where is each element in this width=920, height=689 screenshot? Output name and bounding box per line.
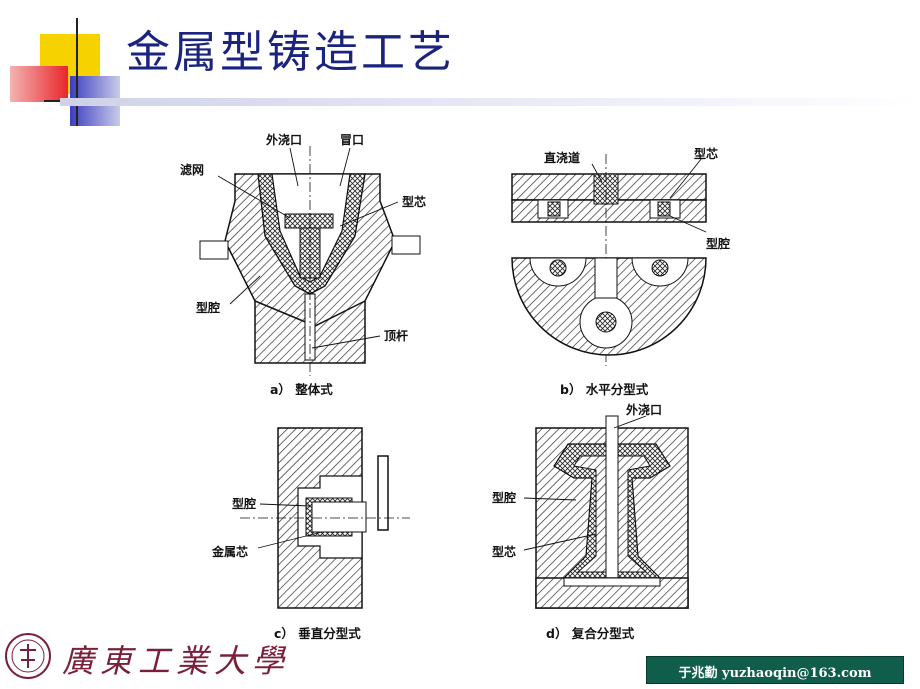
footer-contact: 于兆勤 yuzhaoqin@163.com xyxy=(678,666,872,681)
caption-b: b） 水平分型式 xyxy=(560,382,649,397)
label-b-sprue: 直浇道 xyxy=(544,150,580,165)
label-a-core: 型芯 xyxy=(402,194,426,209)
footer-contact-box: 于兆勤 yuzhaoqin@163.com xyxy=(646,656,904,684)
deco-vertical-line xyxy=(76,18,78,126)
label-a-riser: 冒口 xyxy=(340,133,364,147)
label-a-outer-sprue: 外浇口 xyxy=(266,132,302,147)
label-a-filter: 滤网 xyxy=(180,162,204,177)
label-c-cavity: 型腔 xyxy=(232,496,256,511)
label-b-core: 型芯 xyxy=(694,146,718,161)
caption-a: a） 整体式 xyxy=(270,382,333,397)
casting-figure: 外浇口 冒口 滤网 型芯 型腔 顶杆 直浇道 型芯 型腔 型腔 金属芯 外浇口 … xyxy=(140,126,774,654)
caption-c: c） 垂直分型式 xyxy=(274,626,361,641)
page-title: 金属型铸造工艺 xyxy=(126,27,455,78)
school-emblem-icon xyxy=(5,633,51,679)
leader-lines xyxy=(217,147,707,551)
label-a-ejector: 顶杆 xyxy=(384,328,408,343)
label-d-core: 型芯 xyxy=(492,544,516,559)
label-b-cavity: 型腔 xyxy=(706,236,730,251)
label-d-outer-sprue: 外浇口 xyxy=(626,402,662,417)
school-name: 廣東工業大學 xyxy=(62,642,291,680)
diagram-c xyxy=(240,427,410,609)
deco-red-square xyxy=(10,66,68,102)
diagram-d xyxy=(535,415,689,609)
title-rule xyxy=(60,98,920,106)
label-a-cavity: 型腔 xyxy=(196,300,220,315)
school-logo xyxy=(4,630,264,682)
caption-d: d） 复合分型式 xyxy=(546,626,635,641)
diagram-b xyxy=(511,154,707,366)
label-d-cavity: 型腔 xyxy=(492,490,516,505)
label-c-metal-core: 金属芯 xyxy=(211,544,248,559)
diagram-a xyxy=(199,146,421,376)
